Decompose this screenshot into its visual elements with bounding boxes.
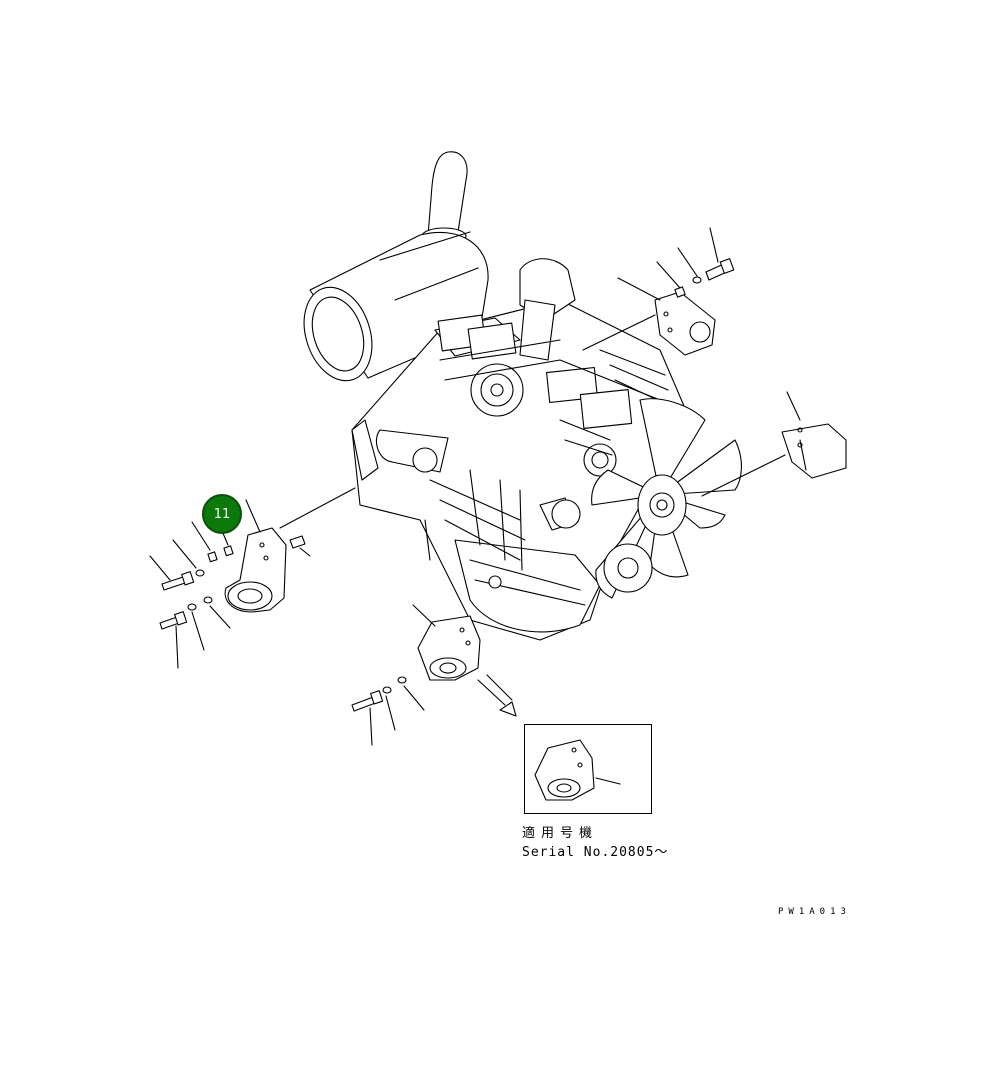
front-left-mount-bracket [149,487,356,669]
applicability-label: 適用号機 [522,826,599,841]
inset-alternative-bracket [534,739,621,801]
rear-left-mount-bracket [351,604,517,746]
rear-right-mount-bracket [582,227,735,356]
serial-number-label: Serial No.20805～ [522,845,669,860]
front-right-mount-bracket [701,391,847,497]
part-callout-badge[interactable]: 11 [202,494,242,534]
drawing-code: PW1A013 [778,907,851,917]
engine-assembly [303,151,742,641]
inset-frame [524,724,652,814]
